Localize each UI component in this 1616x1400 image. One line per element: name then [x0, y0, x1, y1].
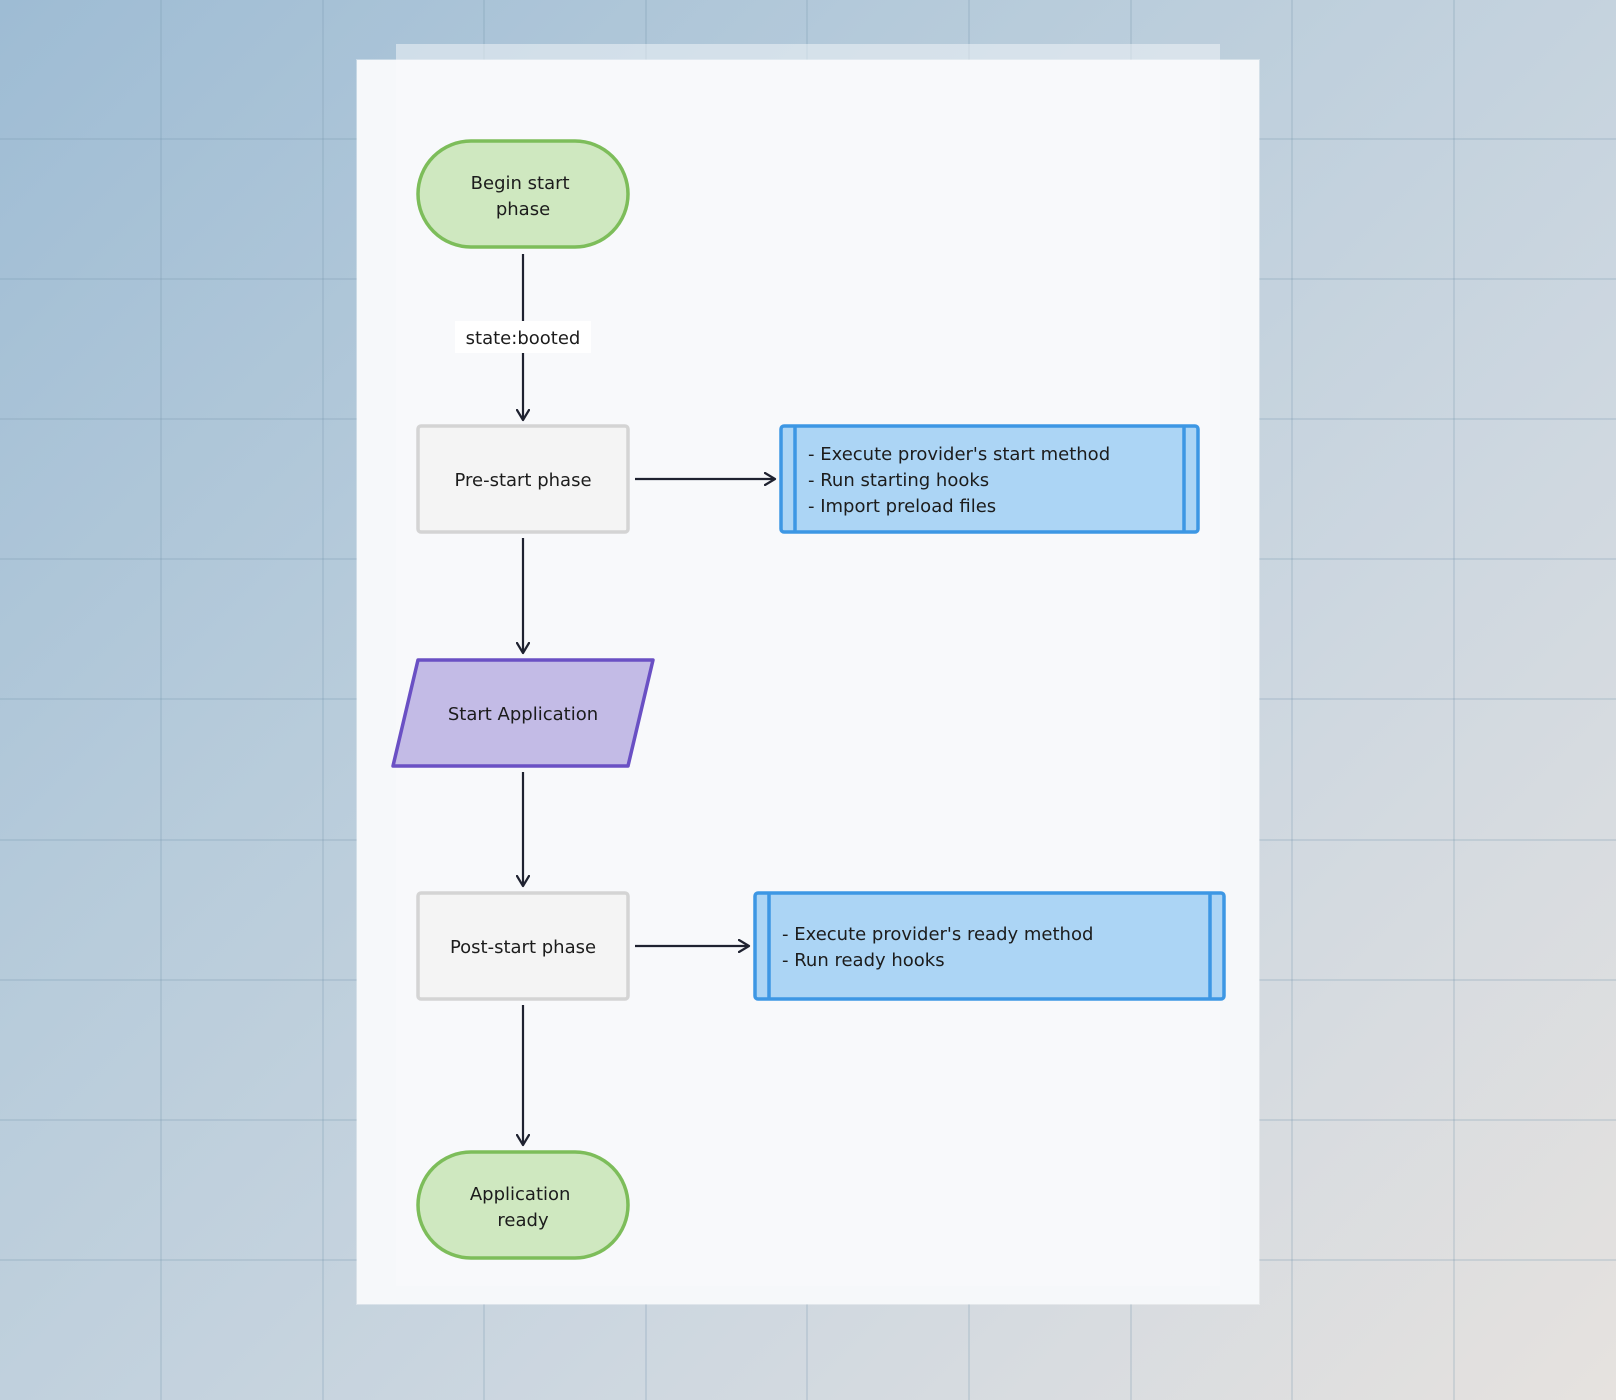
svg-text:Begin start phase: Begin start phase — [471, 173, 576, 220]
node-start-application-label: Start Application — [448, 704, 598, 725]
node-poststart-label: Post-start phase — [450, 937, 596, 958]
node-post-start-details: - Execute provider's ready method - Run … — [753, 891, 1226, 1001]
prestart-note-line-2: - Run starting hooks — [808, 470, 989, 491]
prestart-note-line-3: - Import preload files — [808, 496, 996, 517]
node-pre-start-phase: Pre-start phase — [416, 424, 630, 534]
poststart-note-line-1: - Execute provider's ready method — [782, 924, 1093, 945]
poststart-note-line-2: - Run ready hooks — [782, 950, 945, 971]
node-ready-line-1: Application — [470, 1184, 571, 1205]
node-ready-line-2: ready — [497, 1210, 549, 1231]
node-pre-start-details: - Execute provider's start method - Run … — [779, 424, 1200, 534]
node-begin-start-phase: Begin start phase — [416, 139, 630, 249]
node-begin-line-1: Begin start — [471, 173, 570, 194]
node-begin-line-2: phase — [496, 199, 550, 220]
node-application-ready: Application ready — [416, 1150, 630, 1260]
svg-text:- Execute provider's ready met: - Execute provider's ready method - Run … — [782, 924, 1099, 971]
node-post-start-phase: Post-start phase — [416, 891, 630, 1001]
prestart-note-line-1: - Execute provider's start method — [808, 444, 1110, 465]
edge-label-text: state:booted — [466, 328, 581, 349]
edge-label-state-booted: state:booted — [455, 321, 591, 353]
node-prestart-label: Pre-start phase — [454, 470, 591, 491]
svg-text:Application ready: Application ready — [470, 1184, 576, 1231]
node-start-application: Start Application — [391, 658, 655, 768]
svg-text:- Execute provider's start met: - Execute provider's start method - Run … — [808, 444, 1116, 517]
